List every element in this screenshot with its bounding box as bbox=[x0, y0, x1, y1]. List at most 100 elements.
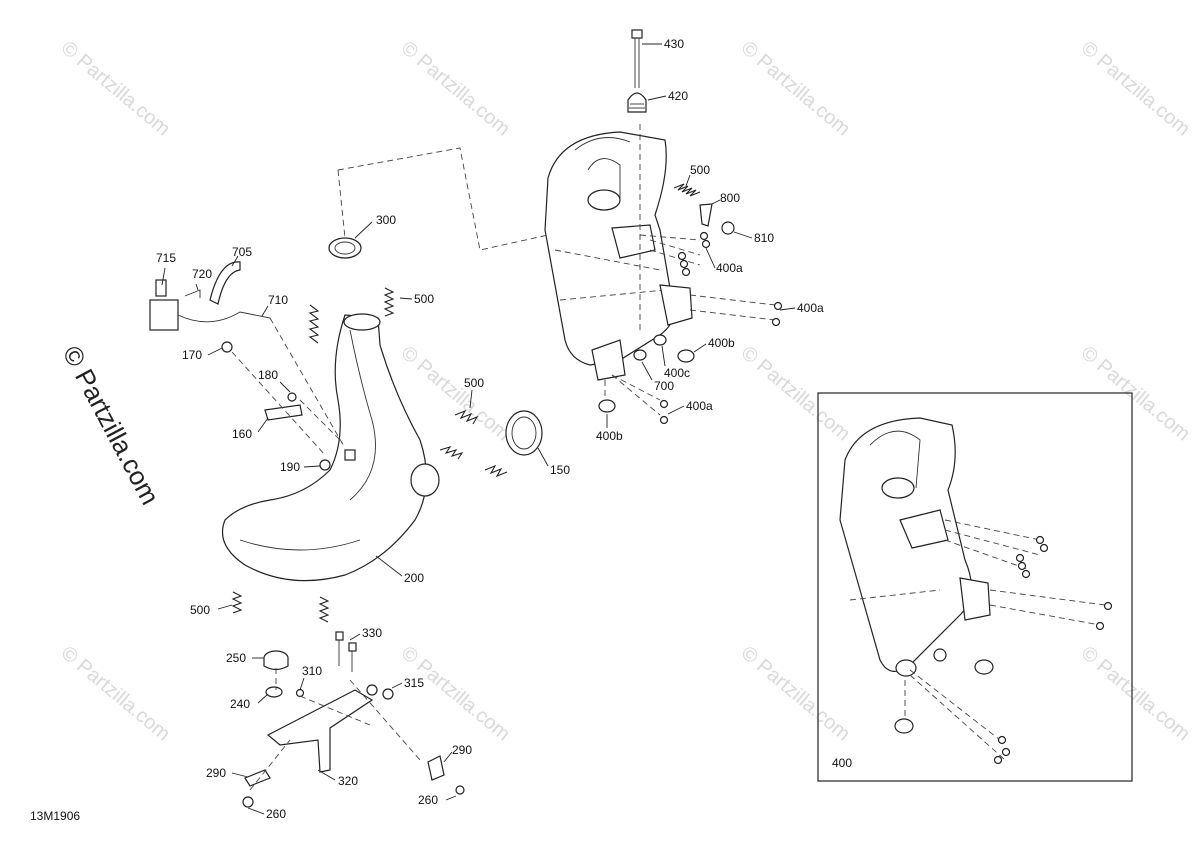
screw-260 bbox=[455, 785, 465, 795]
bracket-160 bbox=[264, 404, 303, 421]
callout-400b: 400b bbox=[596, 429, 623, 443]
sensor-wire-710 bbox=[177, 311, 271, 323]
watermark-tile: © Partzilla.com bbox=[1077, 37, 1194, 140]
gasket-290 bbox=[427, 755, 445, 781]
callout-700: 700 bbox=[654, 379, 674, 393]
inset-label: 400 bbox=[832, 756, 852, 770]
muffler-hardware bbox=[598, 183, 783, 425]
callout-320: 320 bbox=[338, 774, 358, 788]
callout-705: 705 bbox=[232, 245, 252, 259]
washer-190 bbox=[319, 459, 331, 471]
bracket-320 bbox=[266, 689, 374, 773]
callout-260: 260 bbox=[418, 793, 438, 807]
leader-lines bbox=[161, 43, 796, 815]
spring-500 bbox=[383, 287, 395, 317]
spring-500-bottom bbox=[318, 596, 330, 623]
spring-500-upper bbox=[673, 183, 701, 197]
nut-180 bbox=[287, 392, 297, 402]
clamp-170 bbox=[221, 341, 233, 353]
watermark-tile: © Partzilla.com bbox=[57, 642, 174, 745]
pipe-flange bbox=[343, 313, 381, 331]
seal-300 bbox=[328, 237, 362, 259]
drawing-number: 13M1906 bbox=[30, 809, 80, 823]
bolt-330 bbox=[335, 631, 344, 641]
grommet-400b bbox=[677, 349, 695, 363]
grommet-420 bbox=[627, 92, 647, 113]
callout-200: 200 bbox=[404, 571, 424, 585]
watermark-main: © Partzilla.com bbox=[57, 341, 166, 510]
spring-500 bbox=[308, 304, 320, 344]
callout-400a: 400a bbox=[686, 399, 713, 413]
callout-310: 310 bbox=[302, 664, 322, 678]
inset-box bbox=[817, 392, 1133, 782]
callout-800: 800 bbox=[720, 191, 740, 205]
callout-430: 430 bbox=[664, 37, 684, 51]
callout-720: 720 bbox=[192, 267, 212, 281]
washer-240 bbox=[265, 686, 283, 698]
stud-400c bbox=[653, 334, 667, 346]
callout-500: 500 bbox=[690, 163, 710, 177]
screw-310 bbox=[295, 688, 305, 698]
muffler-bracket-upper bbox=[611, 224, 656, 259]
plug-700 bbox=[633, 349, 647, 361]
callout-260: 260 bbox=[266, 807, 286, 821]
callout-330: 330 bbox=[362, 626, 382, 640]
callout-250: 250 bbox=[226, 651, 246, 665]
callout-500: 500 bbox=[190, 603, 210, 617]
callout-315: 315 bbox=[404, 676, 424, 690]
callout-400b: 400b bbox=[708, 336, 735, 350]
callout-715: 715 bbox=[156, 251, 176, 265]
callout-400c: 400c bbox=[664, 366, 690, 380]
ring-150 bbox=[505, 410, 543, 456]
gasket-290 bbox=[244, 769, 271, 787]
callout-290: 290 bbox=[206, 766, 226, 780]
callout-180: 180 bbox=[258, 368, 278, 382]
muffler-assembly bbox=[544, 29, 693, 381]
callout-160: 160 bbox=[232, 427, 252, 441]
callout-420: 420 bbox=[668, 89, 688, 103]
callout-710: 710 bbox=[268, 293, 288, 307]
callout-190: 190 bbox=[280, 460, 300, 474]
callout-170: 170 bbox=[182, 348, 202, 362]
callout-300: 300 bbox=[376, 213, 396, 227]
callout-labels: 430 420 500 800 810 400a 400a 400b 400c … bbox=[30, 37, 852, 823]
watermark-tile: © Partzilla.com bbox=[1077, 642, 1194, 745]
callout-150: 150 bbox=[550, 463, 570, 477]
spring-500 bbox=[454, 409, 479, 425]
callout-500: 500 bbox=[464, 376, 484, 390]
muffler-body bbox=[544, 131, 675, 366]
bolt-430 bbox=[631, 29, 643, 39]
watermark-tile: © Partzilla.com bbox=[397, 642, 514, 745]
washer-810 bbox=[721, 221, 735, 235]
callout-500: 500 bbox=[414, 292, 434, 306]
muffler-bracket-lower bbox=[659, 284, 693, 326]
watermark-tile: © Partzilla.com bbox=[737, 342, 854, 445]
watermark-tile: © Partzilla.com bbox=[737, 37, 854, 140]
hose-705 bbox=[209, 261, 241, 305]
callout-290: 290 bbox=[452, 743, 472, 757]
clip-800 bbox=[699, 203, 713, 227]
inset-muffler bbox=[839, 417, 972, 672]
watermark-tile: © Partzilla.com bbox=[397, 37, 514, 140]
watermark-tile: © Partzilla.com bbox=[1077, 342, 1194, 445]
callout-240: 240 bbox=[230, 697, 250, 711]
spring-500 bbox=[484, 464, 508, 478]
pipe-outlet bbox=[410, 463, 440, 497]
muffler-inlet bbox=[587, 189, 621, 211]
exhaust-pipe-200 bbox=[221, 314, 427, 582]
callout-400a: 400a bbox=[797, 301, 824, 315]
grommet-400b-lower bbox=[598, 399, 616, 413]
spring-500 bbox=[439, 446, 464, 460]
callout-400a: 400a bbox=[716, 261, 743, 275]
spring-500 bbox=[231, 591, 243, 614]
callout-810: 810 bbox=[754, 231, 774, 245]
nut-315 bbox=[366, 684, 378, 696]
watermark-tile: © Partzilla.com bbox=[57, 37, 174, 140]
watermark-tile: © Partzilla.com bbox=[737, 642, 854, 745]
mounting-bracket-assembly bbox=[242, 596, 465, 808]
sensor-connector-715 bbox=[149, 299, 179, 331]
screw-400a bbox=[699, 231, 709, 241]
exhaust-pipe-assembly bbox=[149, 237, 543, 614]
screw-260 bbox=[242, 796, 254, 808]
